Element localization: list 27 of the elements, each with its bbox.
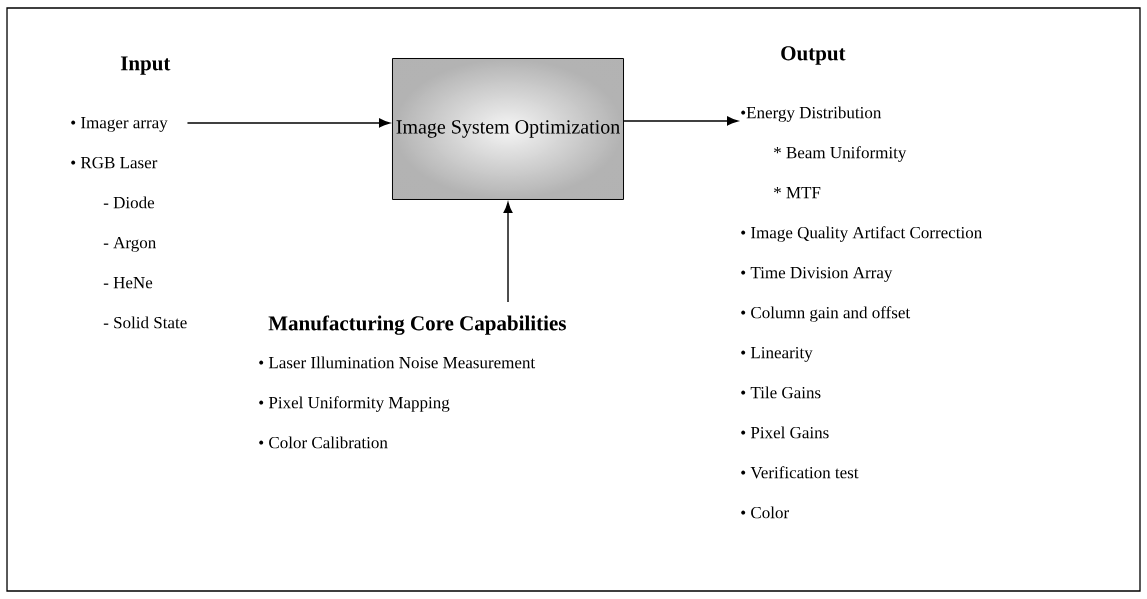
list-item: • Laser Illumination Noise Measurement	[259, 356, 536, 369]
list-item: • Time Division Array	[741, 266, 893, 282]
list-item: • Column gain and offset	[741, 306, 911, 322]
list-item: • RGB Laser	[71, 156, 158, 169]
arrow	[503, 202, 513, 303]
list-item: • Pixel Uniformity Mapping	[259, 396, 450, 412]
process-box: Image System Optimization	[392, 58, 625, 200]
arrow	[186, 118, 390, 128]
heading: Input	[120, 56, 171, 75]
list-item: •Energy Distribution	[741, 106, 882, 122]
list-item: • Tile Gains	[741, 386, 821, 399]
list-item: • Color	[741, 506, 789, 519]
list-item: • Linearity	[741, 346, 813, 362]
list-item: - Diode	[103, 196, 155, 209]
list-item: * MTF	[774, 187, 821, 199]
list-item: - Argon	[103, 237, 156, 252]
list-item: * Beam Uniformity	[774, 146, 907, 162]
list-item: • Imager array	[71, 117, 168, 132]
arrow	[623, 116, 738, 126]
list-item: • Color Calibration	[259, 436, 388, 449]
list-item: • Pixel Gains	[741, 426, 829, 439]
list-item: • Verification test	[741, 466, 859, 479]
heading: Manufacturing Core Capabilities	[268, 315, 566, 335]
heading: Output	[781, 46, 846, 65]
list-item: - Solid State	[103, 316, 187, 329]
list-item: - HeNe	[103, 277, 153, 289]
list-item: • Image Quality Artifact Correction	[741, 226, 982, 242]
